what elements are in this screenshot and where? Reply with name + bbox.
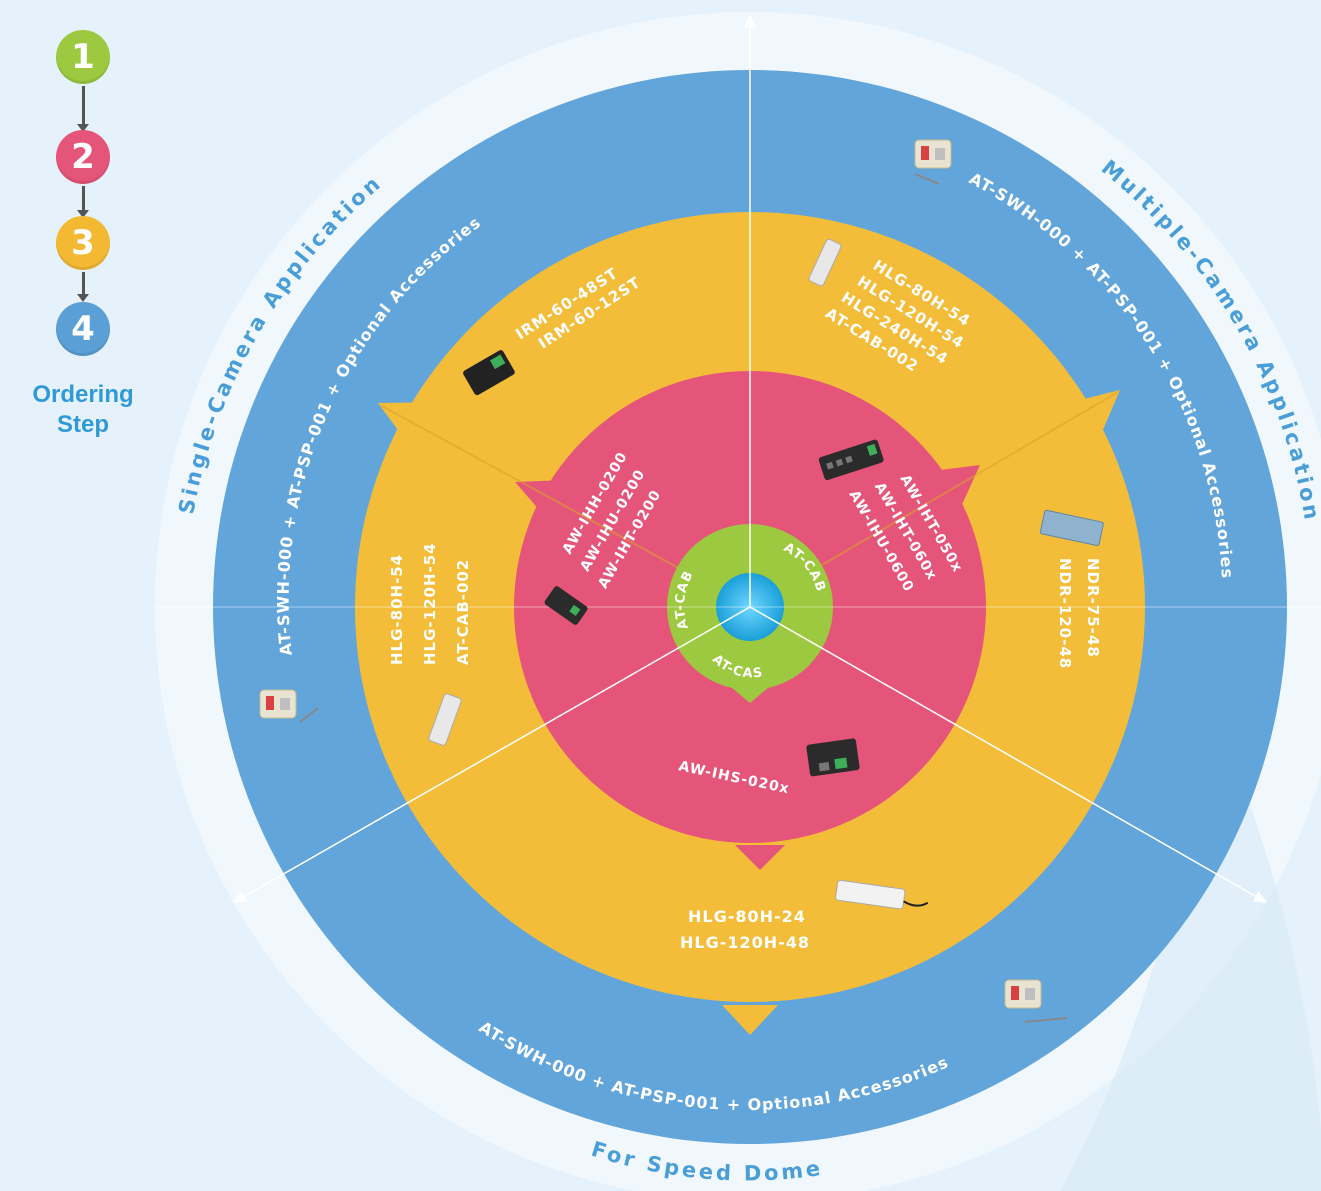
yellow-label: HLG-120H-54 bbox=[421, 542, 439, 665]
yellow-label: AT-CAB-002 bbox=[454, 559, 472, 665]
step-number: 4 bbox=[71, 309, 95, 349]
caption-line: Step bbox=[56, 411, 109, 438]
step-1-badge: 1 bbox=[56, 30, 110, 84]
step-3-badge: 3 bbox=[56, 216, 110, 270]
din-rail-supply-icon bbox=[1039, 509, 1104, 547]
power-supply-icon-hlg-left bbox=[428, 693, 462, 746]
yellow-label: NDR-120-48 bbox=[1056, 558, 1074, 669]
step-number: 3 bbox=[71, 223, 95, 263]
power-supply-icon-hlg-bottom bbox=[835, 879, 929, 910]
enclosure-icon-top-right bbox=[914, 139, 952, 185]
step-connector-arrow bbox=[77, 272, 89, 302]
yellow-notch-bottom bbox=[722, 1005, 778, 1035]
step-number: 1 bbox=[71, 37, 95, 77]
legend-caption: Ordering Step bbox=[18, 380, 148, 440]
green-notch-bottom bbox=[732, 688, 768, 703]
pink-notch-bottom bbox=[735, 845, 785, 870]
power-supply-icon-irm bbox=[463, 350, 515, 396]
injector-icon-left bbox=[544, 586, 588, 625]
injector-icon-bottom bbox=[806, 738, 860, 777]
axis-lower-right bbox=[749, 606, 1268, 903]
power-supply-icon-hlg-top bbox=[808, 238, 842, 287]
yellow-label: HLG-80H-54 bbox=[388, 554, 406, 665]
yellow-label-bottom-1: HLG-80H-24 bbox=[688, 907, 806, 926]
yellow-group-left: HLG-80H-54 HLG-120H-54 AT-CAB-002 bbox=[388, 542, 472, 665]
switch-icon-right bbox=[818, 439, 884, 481]
caption-line: Ordering bbox=[32, 381, 134, 408]
step-2-badge: 2 bbox=[56, 130, 110, 184]
background-shape bbox=[1060, 680, 1321, 1191]
pink-notch-left bbox=[515, 480, 565, 520]
axis-lower-left bbox=[232, 606, 751, 903]
step-connector-arrow bbox=[77, 86, 89, 132]
yellow-label: NDR-75-48 bbox=[1084, 558, 1102, 658]
yellow-label-bottom-2: HLG-120H-48 bbox=[680, 933, 810, 952]
enclosure-icon-left bbox=[259, 689, 319, 723]
step-connector-arrow bbox=[77, 186, 89, 218]
yellow-group-right: NDR-75-48 NDR-120-48 bbox=[1056, 558, 1102, 669]
step-number: 2 bbox=[71, 137, 95, 177]
yellow-notch-left bbox=[378, 402, 440, 460]
enclosure-icon-bottom bbox=[1004, 979, 1068, 1023]
step-4-badge: 4 bbox=[56, 302, 110, 356]
